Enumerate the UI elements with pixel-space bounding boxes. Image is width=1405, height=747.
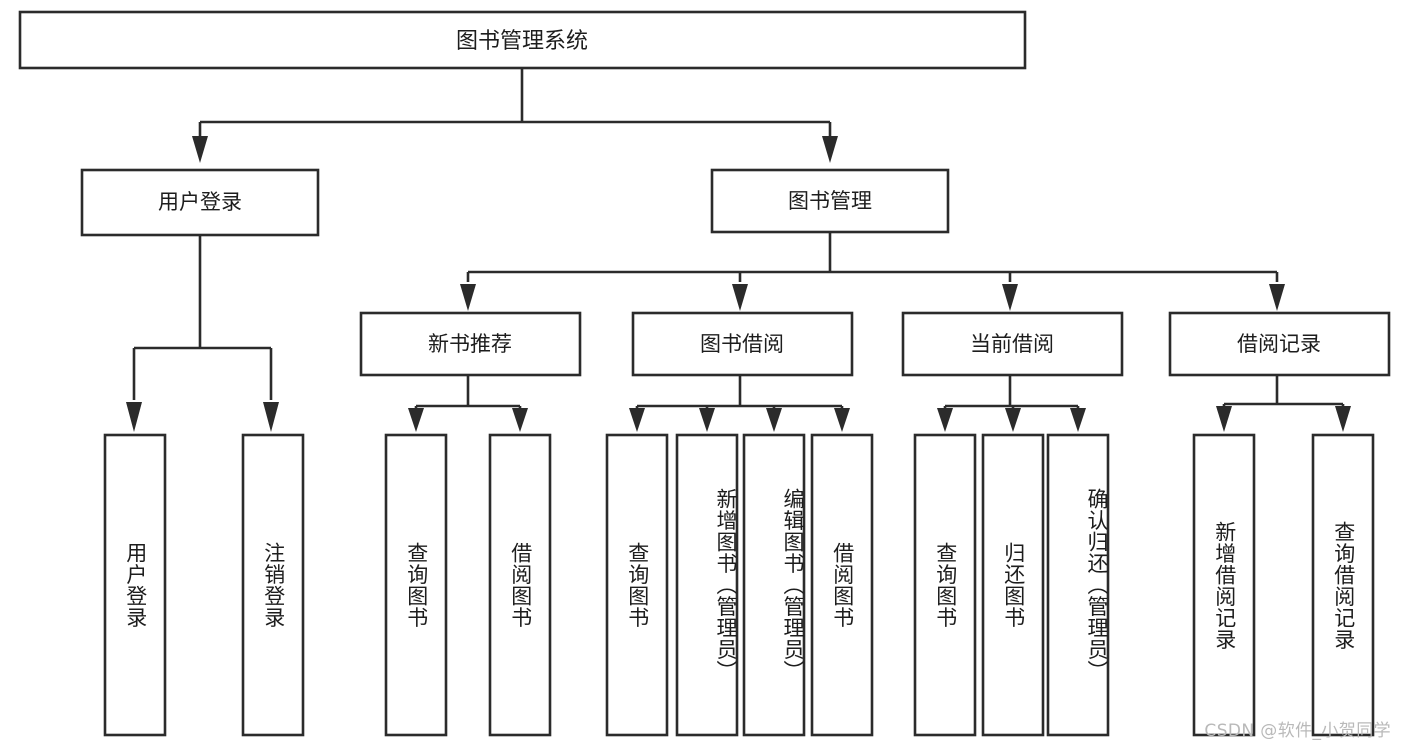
leaf-query-book-1-box[interactable]: [384, 433, 448, 737]
node-borrow-record[interactable]: 借阅记录: [1168, 311, 1391, 377]
leaf-query-record-box[interactable]: [1311, 433, 1375, 737]
node-book-borrow-label: 图书借阅: [700, 332, 784, 356]
arrow-to-leaf-query-book-1: [408, 408, 424, 432]
csdn-watermark: CSDN @软件_小贺同学: [1204, 721, 1391, 741]
node-book-manage-label: 图书管理: [788, 189, 872, 213]
arrow-root-to-user-login: [192, 136, 208, 163]
leaf-box-layer: [103, 433, 1375, 737]
connector-layer: [126, 68, 1351, 432]
arrow-to-leaf-query-book-2: [629, 408, 645, 432]
arrow-to-leaf-query-book-3: [937, 408, 953, 432]
arrow-to-leaf-edit-book: [766, 408, 782, 432]
node-current-borrow[interactable]: 当前借阅: [901, 311, 1124, 377]
leaf-edit-book-box[interactable]: [742, 433, 806, 737]
arrow-to-leaf-logout-login: [263, 402, 279, 432]
node-book-borrow[interactable]: 图书借阅: [631, 311, 854, 377]
leaf-add-record-box[interactable]: [1192, 433, 1256, 737]
arrow-to-borrow-record: [1269, 284, 1285, 311]
leaf-logout-login-box[interactable]: [241, 433, 305, 737]
node-current-borrow-label: 当前借阅: [970, 332, 1054, 356]
leaf-borrow-book-2-box[interactable]: [810, 433, 874, 737]
leaf-confirm-return-box[interactable]: [1046, 433, 1110, 737]
node-user-login-label: 用户登录: [158, 190, 242, 214]
leaf-borrow-book-1-box[interactable]: [488, 433, 552, 737]
node-current-borrow-box[interactable]: [901, 311, 1124, 377]
node-book-borrow-box[interactable]: [631, 311, 854, 377]
node-user-login-box[interactable]: [80, 168, 320, 237]
arrow-to-new-book-recommend: [460, 284, 476, 311]
arrow-to-leaf-add-book: [699, 408, 715, 432]
leaf-query-book-2-box[interactable]: [605, 433, 669, 737]
arrow-to-leaf-borrow-book-1: [512, 408, 528, 432]
node-root-box[interactable]: [18, 10, 1027, 70]
arrow-to-leaf-confirm-return: [1070, 408, 1086, 432]
arrow-root-to-book-manage: [822, 136, 838, 163]
node-book-manage[interactable]: 图书管理: [710, 168, 950, 234]
node-borrow-record-box[interactable]: [1168, 311, 1391, 377]
node-new-book-recommend-label: 新书推荐: [428, 332, 512, 356]
leaf-return-book-box[interactable]: [981, 433, 1045, 737]
node-root-label: 图书管理系统: [456, 29, 588, 54]
arrow-to-leaf-user-login: [126, 402, 142, 432]
leaf-user-login-box[interactable]: [103, 433, 167, 737]
node-new-book-recommend-box[interactable]: [359, 311, 582, 377]
arrow-to-book-borrow: [732, 284, 748, 311]
arrow-to-leaf-borrow-book-2: [834, 408, 850, 432]
arrow-to-leaf-query-record: [1335, 406, 1351, 432]
leaf-query-book-3-box[interactable]: [913, 433, 977, 737]
node-root[interactable]: 图书管理系统: [18, 10, 1027, 70]
node-new-book-recommend[interactable]: 新书推荐: [359, 311, 582, 377]
arrow-to-leaf-add-record: [1216, 406, 1232, 432]
arrow-to-leaf-return-book: [1005, 408, 1021, 432]
node-borrow-record-label: 借阅记录: [1237, 332, 1321, 356]
node-book-manage-box[interactable]: [710, 168, 950, 234]
leaf-add-book-box[interactable]: [675, 433, 739, 737]
node-user-login[interactable]: 用户登录: [80, 168, 320, 237]
arrow-to-current-borrow: [1002, 284, 1018, 311]
